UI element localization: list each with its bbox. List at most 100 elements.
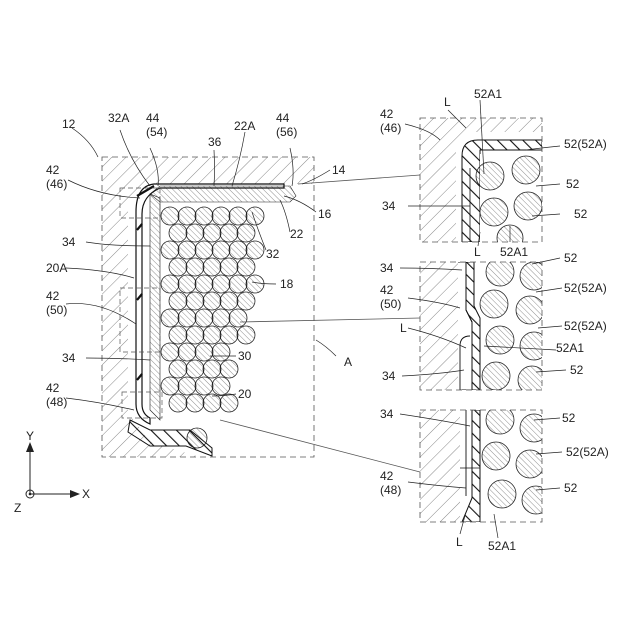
particle-52 (476, 162, 504, 190)
d2-label-52A1: 52A1 (556, 341, 584, 355)
active-material-particle (212, 309, 230, 327)
active-material-particle (178, 241, 196, 259)
active-material-particle (169, 292, 187, 310)
active-material-particle (186, 292, 204, 310)
d3-label-52-bot: 52 (564, 481, 578, 495)
d2-label-34-top: 34 (380, 261, 394, 275)
particle-52 (516, 296, 544, 324)
active-material-particle (229, 275, 247, 293)
active-material-particle (195, 343, 213, 361)
axis-x-label: X (82, 487, 90, 501)
case-wall-34 (150, 194, 160, 420)
active-material-particle (161, 377, 179, 395)
active-material-particle (178, 343, 196, 361)
label-20: 20 (238, 387, 252, 401)
active-material-particle (237, 326, 255, 344)
d1-label-52-a: 52 (566, 177, 580, 191)
d3-label-L: L (456, 535, 463, 549)
particle-52 (482, 442, 510, 470)
label-14: 14 (332, 163, 346, 177)
particle-52 (512, 156, 540, 184)
active-material-particle (169, 258, 187, 276)
active-material-particle (246, 207, 264, 225)
d1-label-34: 34 (382, 199, 396, 213)
label-32: 32 (266, 247, 280, 261)
active-material-particle (195, 207, 213, 225)
active-material-particle (195, 377, 213, 395)
d2-label-52-52A-a: 52(52A) (564, 281, 607, 295)
label-32A: 32A (108, 111, 129, 125)
axis-y-label: Y (26, 429, 34, 443)
label-44-54: 44(54) (146, 111, 167, 139)
active-material-particle (203, 292, 221, 310)
d3-label-52-52A: 52(52A) (566, 445, 609, 459)
particle-52 (488, 480, 516, 508)
particle-52 (520, 414, 548, 442)
d1-label-52A1-top: 52A1 (474, 87, 502, 101)
active-material-particle (169, 326, 187, 344)
particle-52 (486, 326, 514, 354)
d2-label-42-50: 42(50) (380, 283, 401, 311)
active-material-particle (169, 224, 187, 242)
active-material-particle (237, 224, 255, 242)
label-36: 36 (208, 135, 222, 149)
active-material-particle (212, 343, 230, 361)
active-material-particle (203, 258, 221, 276)
active-material-particle (237, 258, 255, 276)
active-material-particle (246, 275, 264, 293)
particle-52 (520, 332, 548, 360)
d1-label-L-top: L (444, 95, 451, 109)
label-20A: 20A (46, 261, 67, 275)
label-42-48: 42(48) (46, 381, 67, 409)
main-view (102, 157, 420, 472)
particle-52 (482, 362, 510, 390)
active-material-particle (203, 224, 221, 242)
d3-label-52A1: 52A1 (488, 539, 516, 553)
d1-label-52-52A: 52(52A) (564, 137, 607, 151)
d2-label-52-top: 52 (564, 251, 578, 265)
d2-label-L: L (400, 321, 407, 335)
active-material-particle (161, 343, 179, 361)
active-material-particle (203, 326, 221, 344)
particle-52 (480, 290, 508, 318)
active-material-particle (229, 309, 247, 327)
active-material-particle (178, 377, 196, 395)
d2-label-52-52A-b: 52(52A) (564, 319, 607, 333)
active-material-particle (220, 258, 238, 276)
label-34-b: 34 (62, 351, 76, 365)
d1-label-42-46: 42(46) (380, 107, 401, 135)
active-material-particle (161, 207, 179, 225)
active-material-particle (212, 377, 230, 395)
active-material-particle (169, 394, 187, 412)
axis-z-label: Z (14, 501, 21, 515)
label-30: 30 (238, 349, 252, 363)
coordinate-axes (26, 442, 80, 498)
d3-label-34: 34 (380, 407, 394, 421)
active-material-particle (186, 360, 204, 378)
label-42-50: 42(50) (46, 289, 67, 317)
active-material-particle (229, 241, 247, 259)
label-18: 18 (280, 277, 294, 291)
active-material-particle (203, 360, 221, 378)
label-22: 22 (290, 227, 304, 241)
d2-label-52-bot: 52 (570, 363, 584, 377)
active-material-particle (186, 326, 204, 344)
detail-view-2 (400, 258, 566, 394)
active-material-particle (229, 207, 247, 225)
active-material-particle (186, 394, 204, 412)
d1-label-52A1-bot: 52A1 (500, 245, 528, 259)
active-material-particle (186, 258, 204, 276)
active-material-particle (220, 326, 238, 344)
label-12: 12 (62, 117, 76, 131)
label-16: 16 (318, 207, 332, 221)
active-material-particle (178, 309, 196, 327)
active-material-particle (212, 275, 230, 293)
label-44-56: 44(56) (276, 111, 297, 139)
active-material-particle (212, 207, 230, 225)
particle-52 (480, 198, 508, 226)
d1-label-52-b: 52 (574, 207, 588, 221)
label-34-a: 34 (62, 235, 76, 249)
particle-52 (522, 486, 550, 514)
active-material-particle (195, 275, 213, 293)
